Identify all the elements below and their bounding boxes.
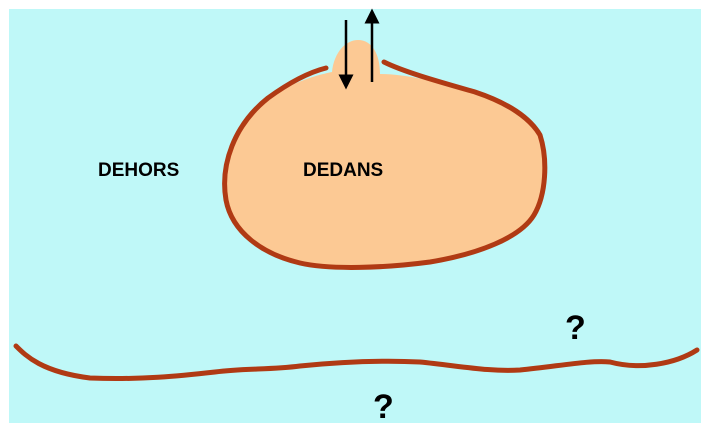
cell-body	[224, 40, 545, 268]
lower-boundary-line	[13, 343, 700, 382]
inside-label: DEDANS	[303, 160, 383, 181]
question-mark-lower: ?	[373, 388, 394, 423]
outside-label: DEHORS	[98, 160, 179, 181]
question-mark-upper: ?	[565, 309, 586, 347]
cell-membrane	[222, 59, 548, 270]
